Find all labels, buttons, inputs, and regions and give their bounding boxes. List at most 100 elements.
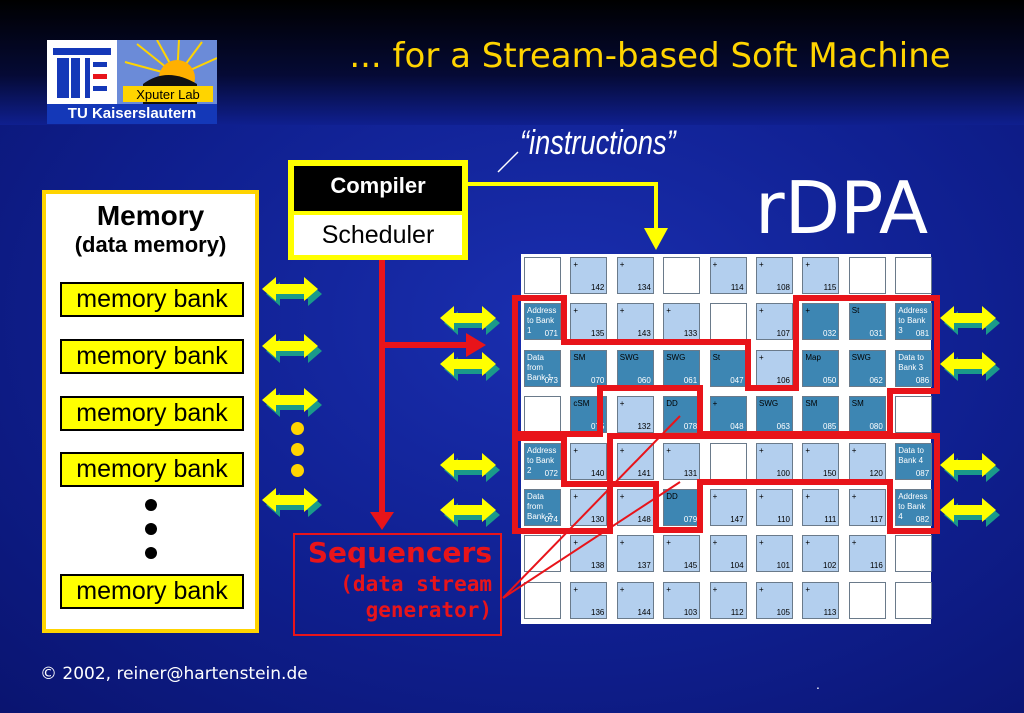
bidirectional-arrow-icon [940, 453, 1000, 482]
pe-cell-op: + [805, 492, 811, 501]
pe-cell-op: SWG [619, 352, 639, 362]
pe-cell-op: + [712, 399, 718, 409]
pe-cell: +104 [709, 535, 747, 573]
pe-cell-id: 132 [637, 422, 651, 432]
empty-pe-cell [895, 257, 933, 294]
bidirectional-arrow-icon [262, 488, 322, 517]
sequencer-title: Sequencers [307, 536, 492, 569]
pe-cell: St 031 [848, 303, 886, 341]
pe-cell-id: 150 [823, 468, 837, 478]
pe-cell-op: SM [805, 399, 818, 409]
pe-cell-id: 101 [776, 561, 790, 571]
pe-cell-id: 148 [637, 515, 651, 524]
pe-cell-op: + [619, 399, 625, 409]
pe-cell-label: Address to Bank 2 [527, 445, 557, 475]
footer-dot: . [816, 676, 820, 692]
pe-cell: +110 [756, 489, 793, 526]
pe-cell: +144 [616, 581, 654, 619]
pe-cell-id: 031 [869, 329, 883, 339]
pe-cell-op: + [712, 260, 718, 269]
bidirectional-arrow-icon [940, 352, 1000, 381]
memory-subtitle: (data memory) [74, 232, 227, 257]
pe-cell-id: 130 [591, 515, 605, 524]
pe-cell-id: 134 [637, 283, 651, 292]
bidirectional-arrow-icon [940, 498, 1000, 527]
compiler-label: Compiler [294, 166, 462, 211]
pe-cell-id: 107 [776, 329, 790, 339]
pe-cell-label: Data to Bank 3 [898, 352, 924, 372]
pe-cell-id: 112 [730, 607, 744, 617]
pe-cell-op: + [573, 584, 579, 594]
pe-cell: +115 [802, 257, 840, 294]
pe-cell-id: 079 [683, 515, 698, 524]
pe-cell-op: + [619, 260, 625, 269]
pe-cell-id: 133 [683, 329, 698, 339]
empty-pe-cell [848, 257, 886, 294]
pe-cell-op: St [851, 306, 860, 316]
pe-cell-id: 111 [824, 515, 837, 524]
pe-cell-op: SM [851, 399, 864, 409]
pe-cell-op: SWG [666, 352, 686, 362]
pe-cell-id: 082 [915, 515, 930, 524]
pe-cell-id: 072 [544, 468, 558, 478]
pe-cell-op: + [805, 538, 811, 548]
pe-cell-id: 147 [730, 515, 744, 524]
sequencer-pointer-line [502, 481, 681, 599]
pe-cell-op: + [805, 260, 811, 269]
pe-cell-op: + [851, 492, 857, 501]
pe-cell-id: 080 [869, 422, 883, 432]
pe-cell: +137 [616, 535, 654, 573]
pe-cell-op: + [759, 445, 764, 455]
pe-cell-id: 105 [776, 607, 790, 617]
sequencer-pointer-line [502, 415, 681, 599]
pe-cell-id: 086 [915, 375, 930, 385]
pe-cell-id: 050 [823, 375, 837, 385]
pe-cell-op: + [666, 306, 671, 316]
pe-cell: +105 [756, 581, 793, 619]
sequencer-subtitle: generator) [365, 598, 492, 622]
pe-cell-id: 136 [591, 607, 605, 617]
memory-bank: memory bank [60, 452, 244, 487]
pe-cell-op: + [619, 445, 625, 455]
pe-cell-op: + [712, 492, 718, 501]
ellipsis-dot [291, 443, 304, 456]
bidirectional-arrow-icon [440, 352, 500, 381]
pe-cell-op: + [573, 538, 579, 548]
empty-pe-cell [895, 581, 933, 619]
copyright-symbol: © [40, 664, 57, 684]
pe-cell-label: Data from Bank 1 [527, 352, 552, 382]
empty-pe-cell [848, 581, 886, 619]
empty-pe-cell [709, 442, 747, 480]
pe-cell: SM 080 [848, 396, 886, 434]
pe-cell: +107 [756, 303, 793, 341]
pe-cell-op: + [619, 306, 625, 316]
pe-cell-id: 141 [637, 468, 651, 478]
pe-cell: +132 [616, 396, 654, 434]
pe-cell: +108 [756, 257, 793, 294]
pe-cell-id: 047 [730, 375, 744, 385]
pe-cell-op: + [573, 306, 579, 316]
empty-pe-cell [895, 535, 933, 573]
pe-cell: +113 [802, 581, 840, 619]
footer-text: 2002, reiner@hartenstein.de [62, 664, 308, 684]
ellipsis-dot [291, 422, 304, 435]
pe-cell-id: 102 [823, 561, 837, 571]
pe-cell-label: Data to Bank 4 [898, 445, 924, 465]
pe-cell-op: + [619, 584, 625, 594]
pe-cell-id: 061 [683, 375, 698, 385]
bidirectional-arrow-icon [440, 498, 500, 527]
pe-cell-id: 106 [776, 375, 790, 385]
empty-pe-cell [524, 581, 561, 619]
pe-cell: +117 [848, 489, 886, 526]
array-highlight-outlines [512, 295, 940, 534]
empty-pe-cell [895, 396, 933, 434]
